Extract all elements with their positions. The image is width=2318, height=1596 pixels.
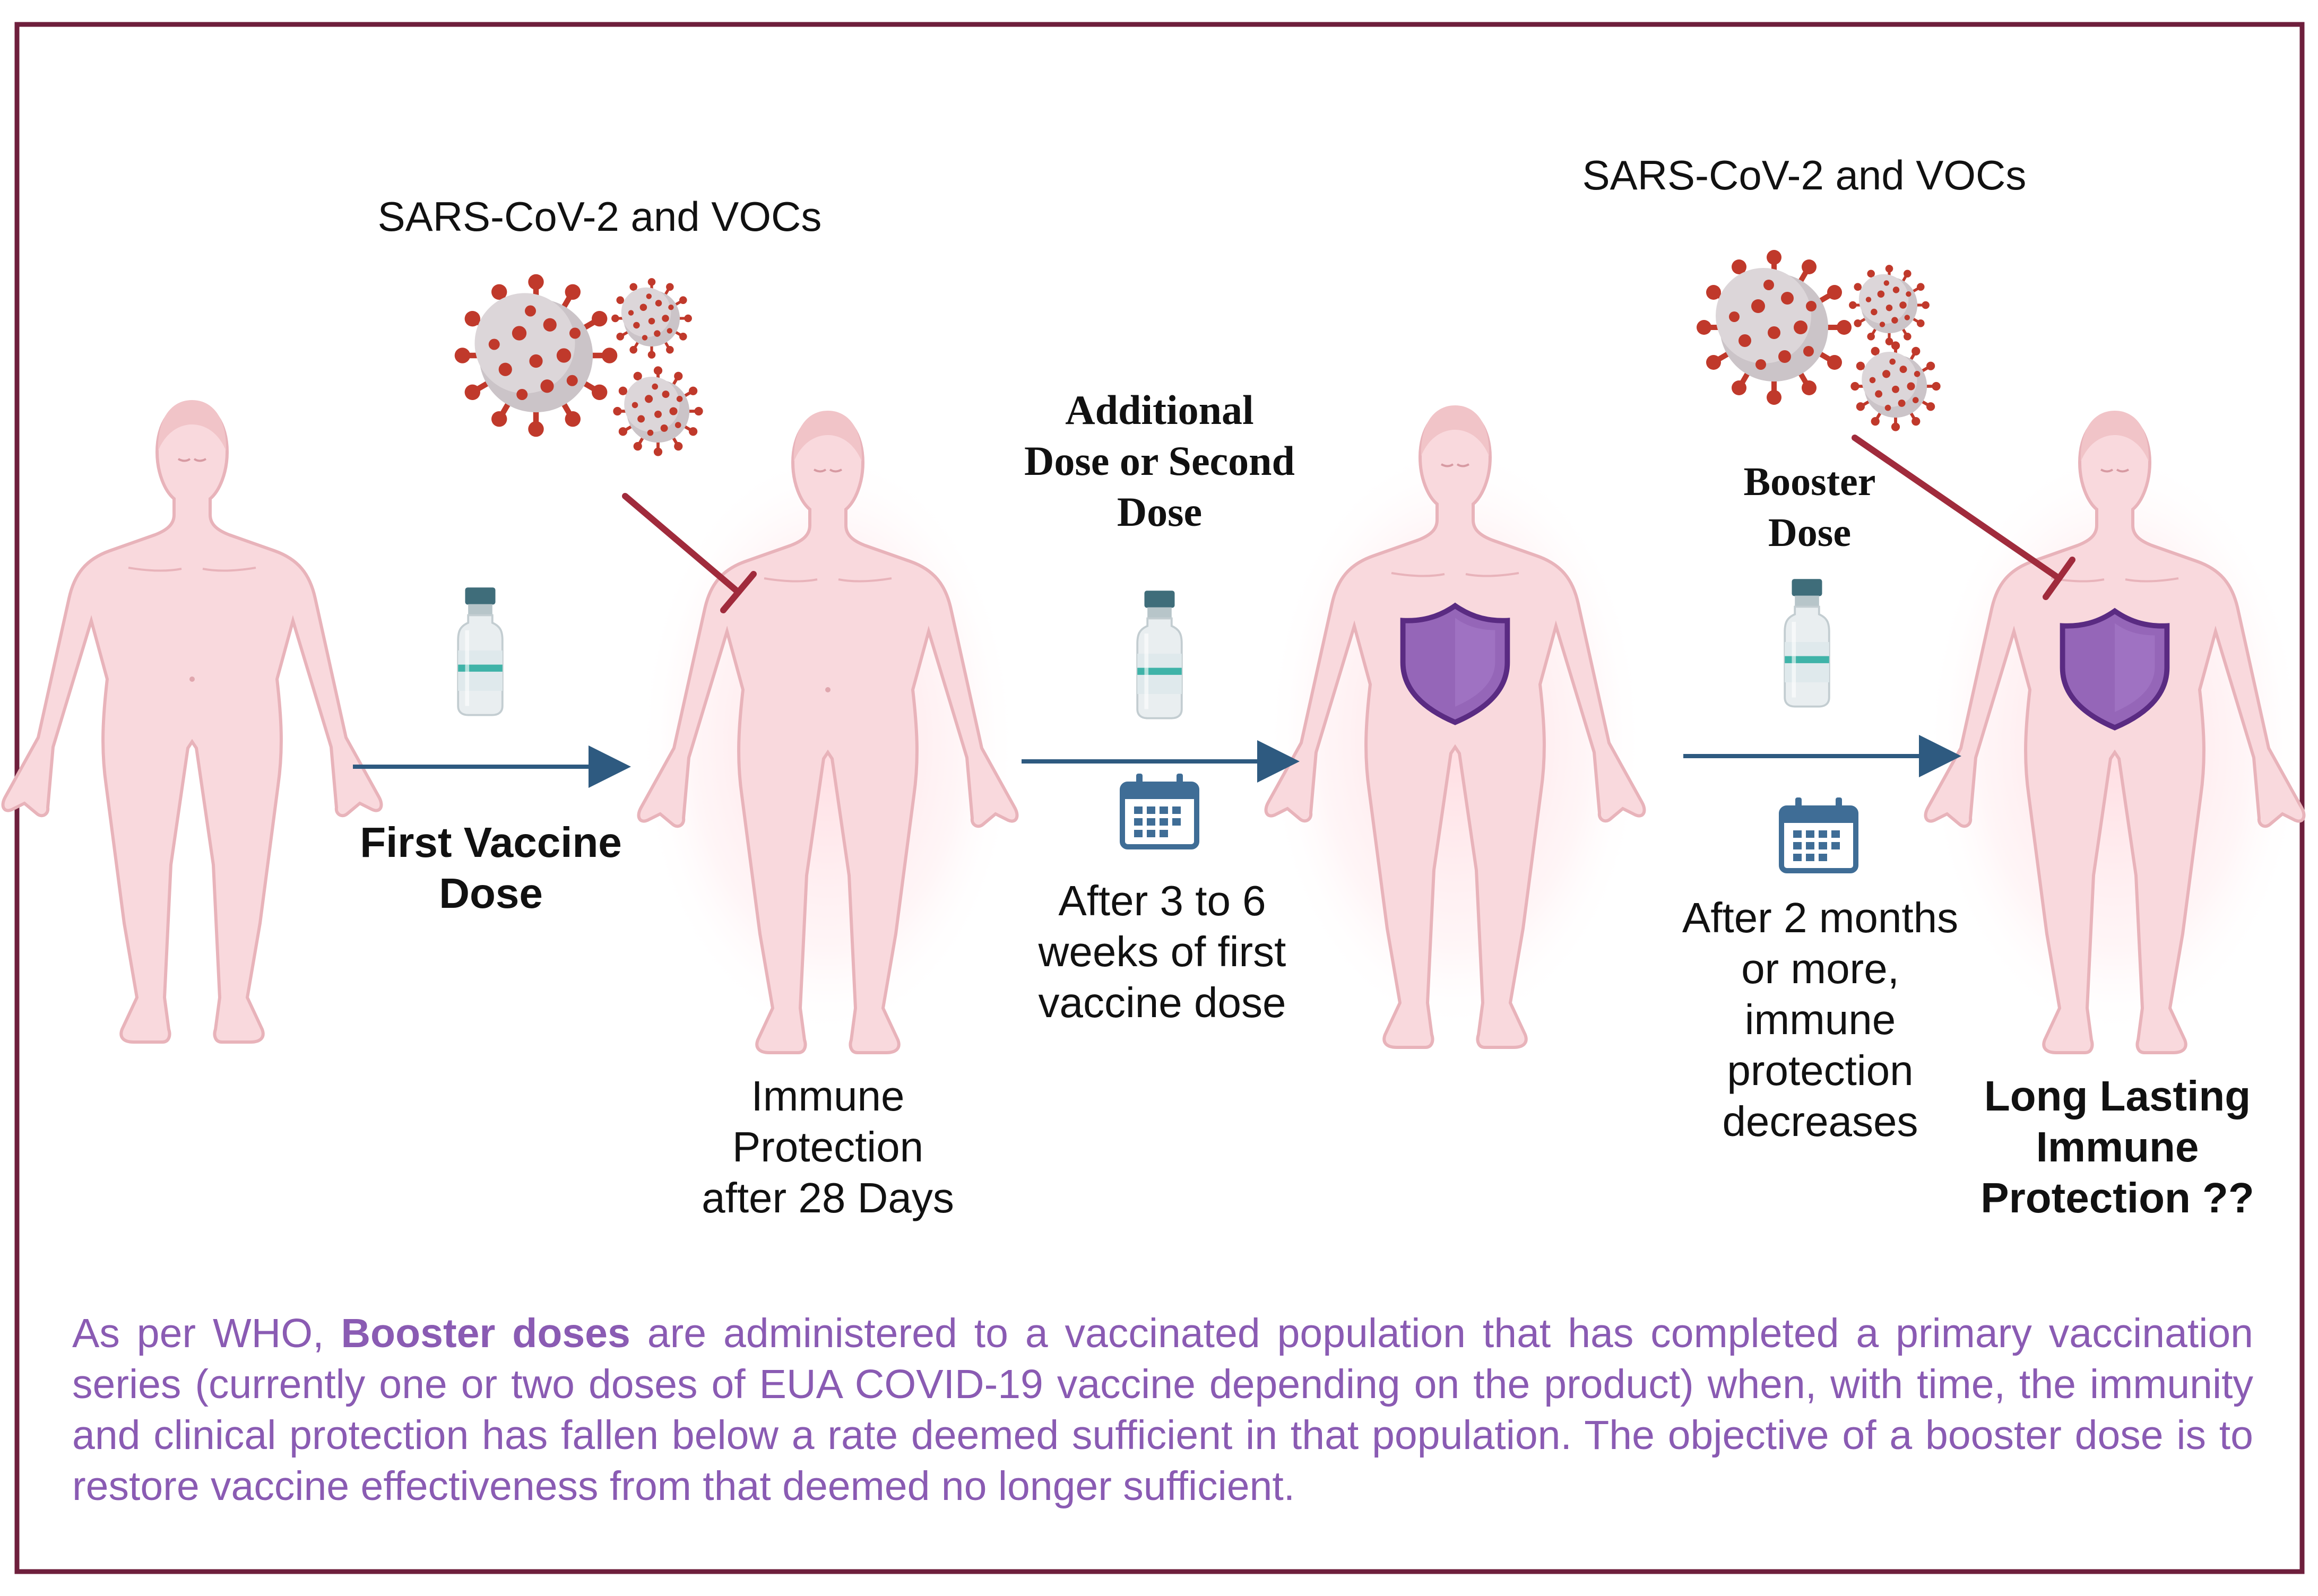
calendar-icon xyxy=(1122,774,1197,847)
person-first-dose xyxy=(637,411,1019,1053)
note-prefix: As per WHO, xyxy=(72,1311,341,1356)
vaccine-vial-icon xyxy=(1784,578,1830,708)
step-label-first-dose: First Vaccine Dose xyxy=(360,819,622,917)
calendar-icon xyxy=(1781,797,1856,871)
state-label-booster: Long Lasting Immune Protection ?? xyxy=(1980,1072,2254,1221)
vaccine-vial-icon xyxy=(457,586,504,716)
virus-icon xyxy=(1849,265,1930,345)
timing-label-booster-dose: After 2 months or more, immune protectio… xyxy=(1682,894,1959,1145)
virus-icon xyxy=(1850,341,1940,431)
virus-group-label: SARS-CoV-2 and VOCs xyxy=(377,193,822,240)
person-second-dose xyxy=(1264,405,1646,1047)
state-label-first-dose: Immune Protection after 28 Days xyxy=(702,1072,954,1221)
virus-icon xyxy=(613,366,703,456)
who-booster-definition: As per WHO, Booster doses are administer… xyxy=(72,1308,2253,1512)
vaccine-vial-icon xyxy=(1136,589,1183,719)
note-rest: are administered to a vaccinated populat… xyxy=(72,1311,2253,1509)
virus-icon xyxy=(611,278,692,359)
inhibition-line xyxy=(622,493,757,613)
virus-icon xyxy=(455,274,618,437)
step-label-booster-dose: Booster Dose xyxy=(1743,459,1876,555)
virus-group-label: SARS-CoV-2 and VOCs xyxy=(1582,152,2027,198)
person-unvaccinated xyxy=(3,400,382,1042)
note-highlight: Booster doses xyxy=(341,1311,630,1356)
inhibition-line xyxy=(1852,435,2075,600)
virus-icon xyxy=(1697,250,1852,405)
person-booster xyxy=(1924,411,2306,1053)
timing-label-second-dose: After 3 to 6 weeks of first vaccine dose xyxy=(1038,877,1286,1026)
step-label-second-dose: Additional Dose or Second Dose xyxy=(1024,387,1295,535)
